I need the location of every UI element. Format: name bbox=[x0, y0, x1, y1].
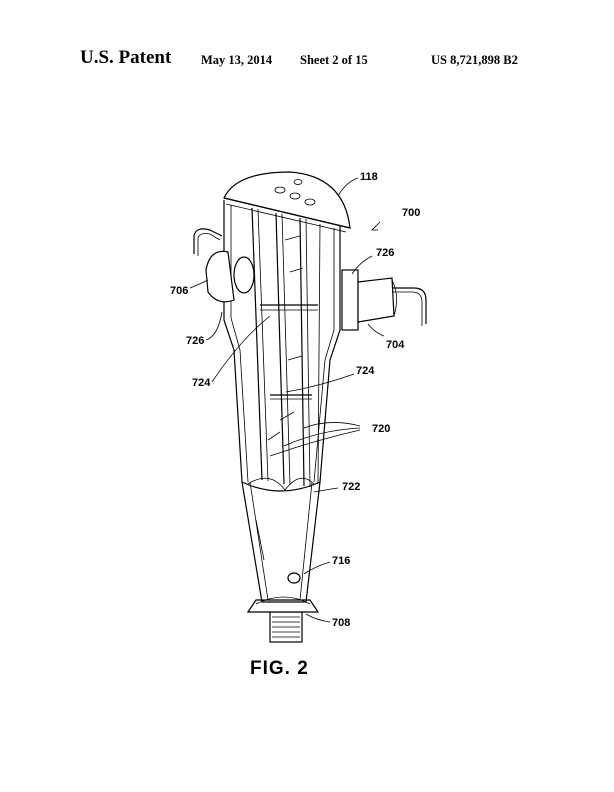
ref-704: 704 bbox=[386, 339, 405, 351]
ref-724-left: 724 bbox=[192, 377, 211, 389]
left-inlet-assembly bbox=[193, 228, 255, 303]
ref-700: 700 bbox=[402, 207, 420, 219]
right-motor-assembly bbox=[341, 269, 427, 331]
leader-lines bbox=[189, 177, 385, 623]
ref-708: 708 bbox=[332, 617, 350, 629]
header-patent-label: U.S. Patent bbox=[80, 47, 172, 68]
lower-cone-body bbox=[241, 481, 321, 603]
top-cap bbox=[223, 171, 351, 233]
baffle-cross-members bbox=[260, 235, 318, 441]
threaded-outlet-fitting bbox=[246, 596, 320, 643]
ref-726-right: 726 bbox=[376, 247, 394, 259]
separator-main-body bbox=[223, 200, 341, 492]
header-sheet-number: Sheet 2 of 15 bbox=[300, 53, 368, 67]
ref-118: 118 bbox=[360, 171, 378, 183]
figure-label: FIG. 2 bbox=[250, 658, 309, 679]
header-patent-number: US 8,721,898 B2 bbox=[431, 53, 518, 67]
ref-722: 722 bbox=[342, 481, 360, 493]
ref-720: 720 bbox=[372, 423, 390, 435]
ref-724-right: 724 bbox=[356, 365, 375, 377]
header-date: May 13, 2014 bbox=[201, 53, 273, 67]
ref-726-left: 726 bbox=[186, 335, 204, 347]
ref-716: 716 bbox=[332, 555, 350, 567]
ref-706: 706 bbox=[170, 285, 188, 297]
